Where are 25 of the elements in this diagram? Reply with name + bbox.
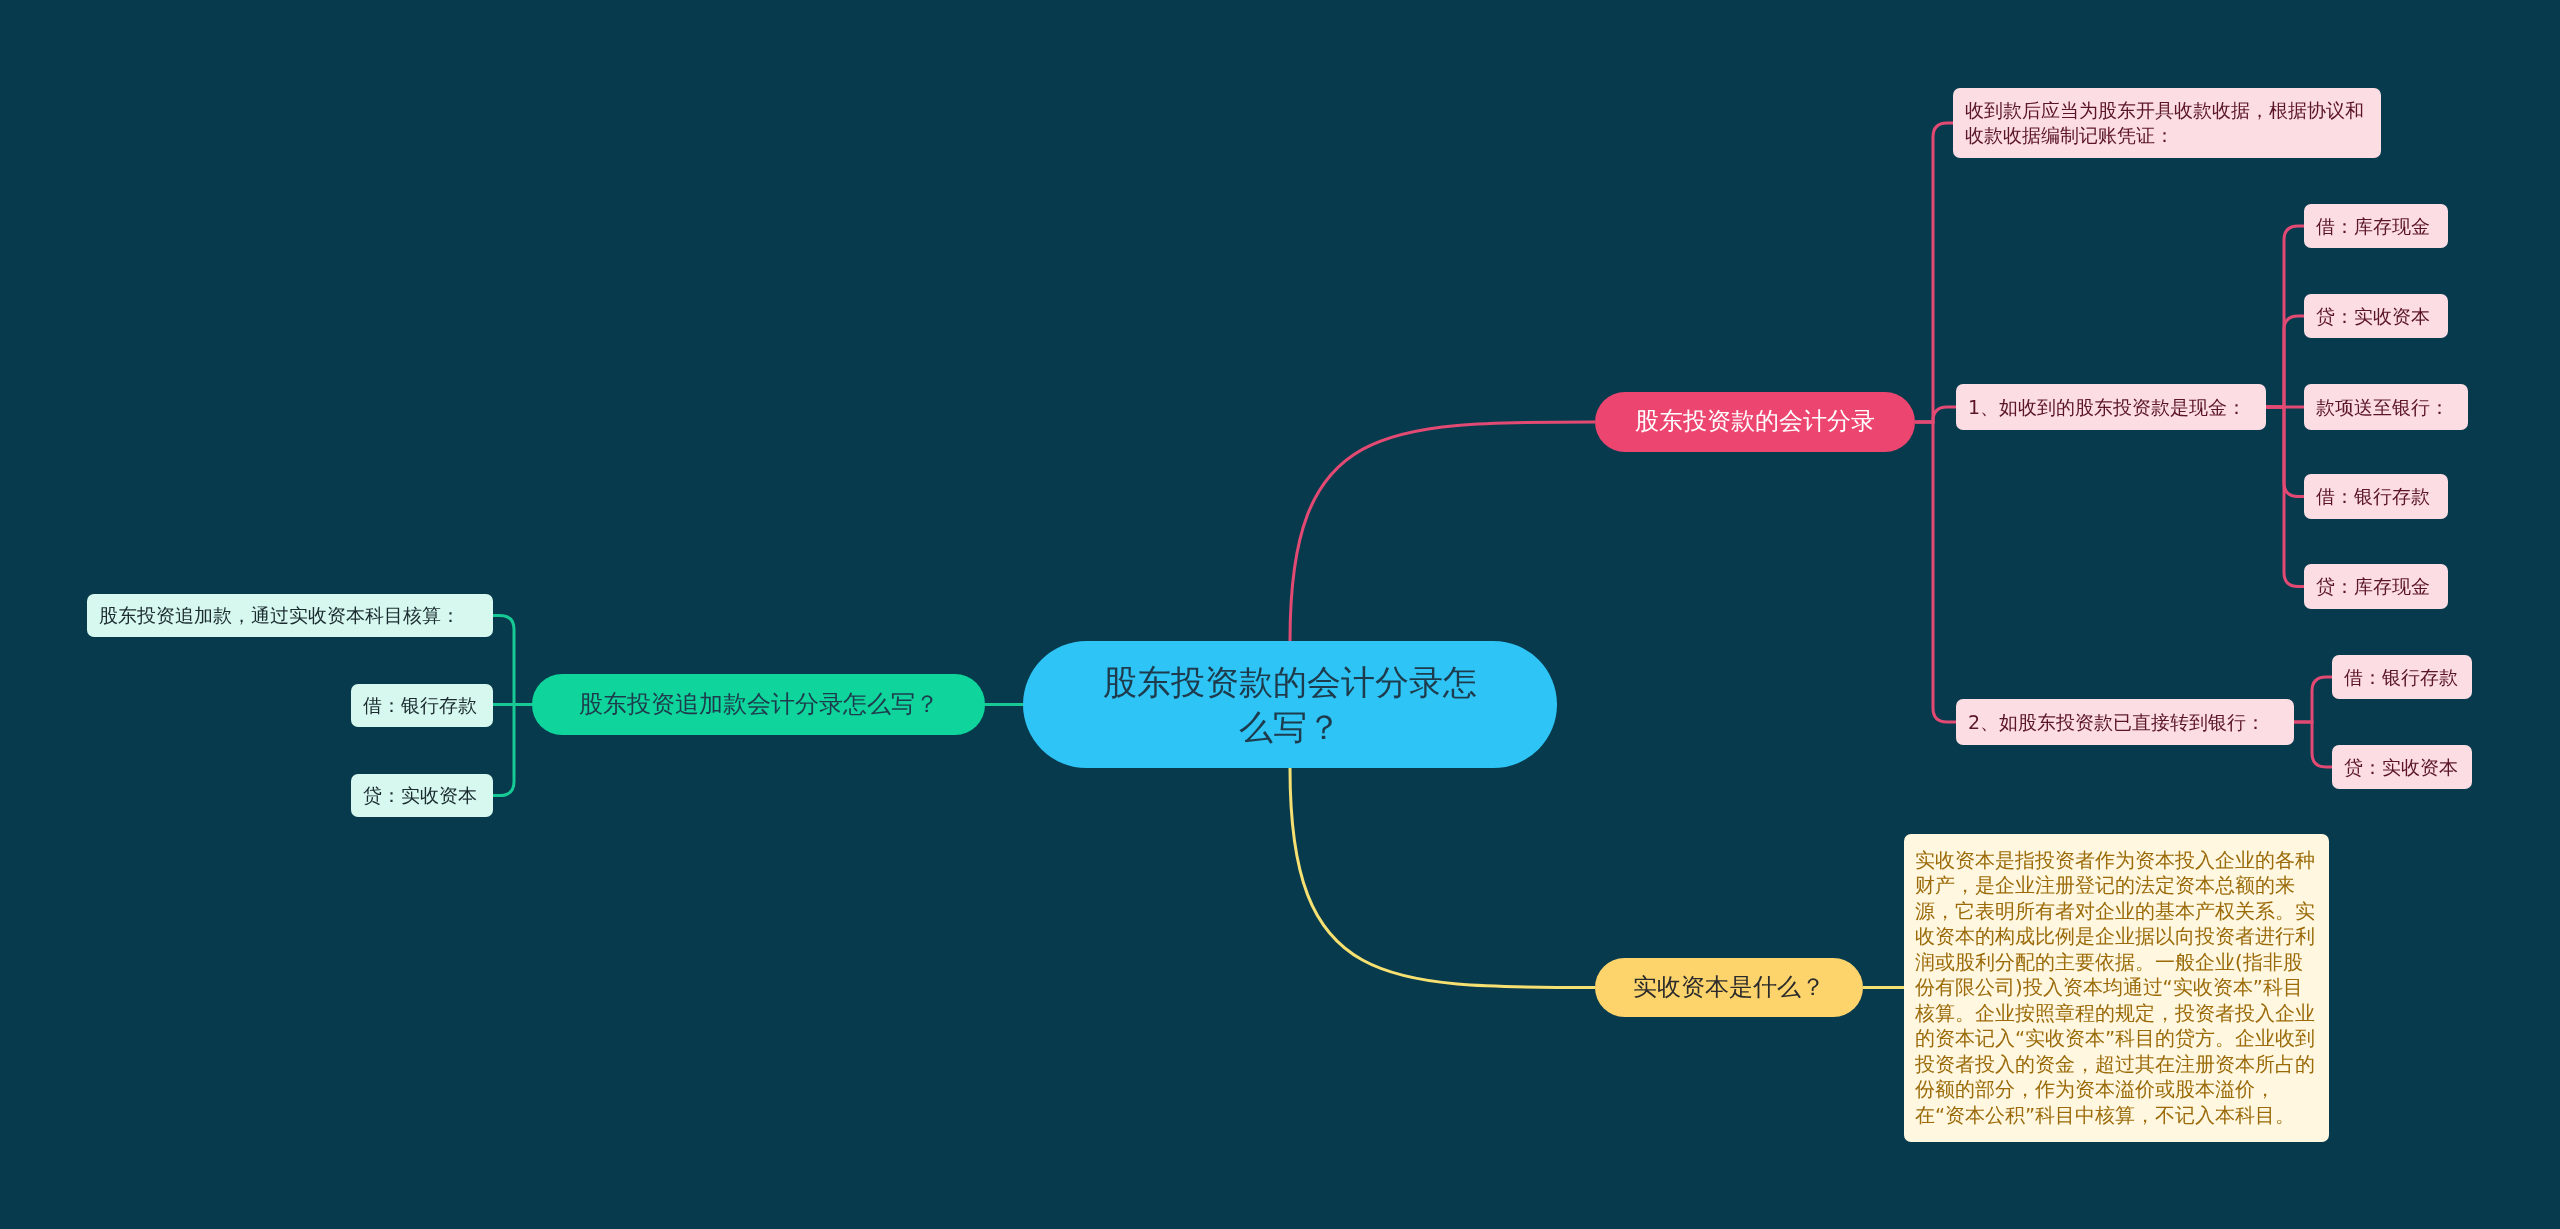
connector-line: [1863, 986, 1904, 989]
leaf-box: 股东投资追加款，通过实收资本科目核算：: [87, 594, 493, 637]
connector-line: [1915, 420, 1956, 724]
leaf-box: 1、如收到的股东投资款是现金：: [1956, 384, 2266, 430]
topic-pill: 实收资本是什么？: [1595, 958, 1863, 1017]
topic-pill: 股东投资款的会计分录: [1595, 392, 1915, 452]
connector-line: [493, 703, 532, 797]
leaf-box: 借：银行存款: [351, 684, 493, 727]
leaf-box: 借：银行存款: [2304, 474, 2448, 519]
leaf-box: 借：库存现金: [2304, 204, 2448, 248]
topic-pill: 股东投资追加款会计分录怎么写？: [532, 674, 985, 735]
connector-line: [1288, 767, 1595, 989]
leaf-box: 款项送至银行：: [2304, 384, 2468, 430]
leaf-box: 贷：实收资本: [2304, 294, 2448, 338]
note-box: 实收资本是指投资者作为资本投入企业的各种财产，是企业注册登记的法定资本总额的来源，它表明所有者对企业的基本产权关系。实收资本的构成比例是企业据以向投资者进行利润或股利分配的主要依据。一般企业(指非股份有限公司)投入资本均通过“实收资本”科目核算。企业按照章程的规定，投资者投入企业的资本记入“实收资本”科目的贷方。企业收到投资者投入的资金，超过其在注册资本所占的份额的部分，作为资本溢价或股本溢价，在“资本公积”科目中核算，不记入本科目。: [1904, 834, 2329, 1142]
central-topic: 股东投资款的会计分录怎么写？: [1023, 641, 1557, 768]
leaf-box: 贷：实收资本: [2332, 745, 2472, 789]
connector-line: [2294, 720, 2332, 769]
leaf-box: 贷：实收资本: [351, 774, 493, 817]
leaf-box: 贷：库存现金: [2304, 564, 2448, 609]
connector-line: [985, 703, 1023, 706]
leaf-box: 收到款后应当为股东开具收款收据，根据协议和收款收据编制记账凭证：: [1953, 88, 2381, 158]
leaf-box: 2、如股东投资款已直接转到银行：: [1956, 699, 2294, 745]
leaf-box: 借：银行存款: [2332, 655, 2472, 699]
connector-line: [1288, 420, 1595, 642]
